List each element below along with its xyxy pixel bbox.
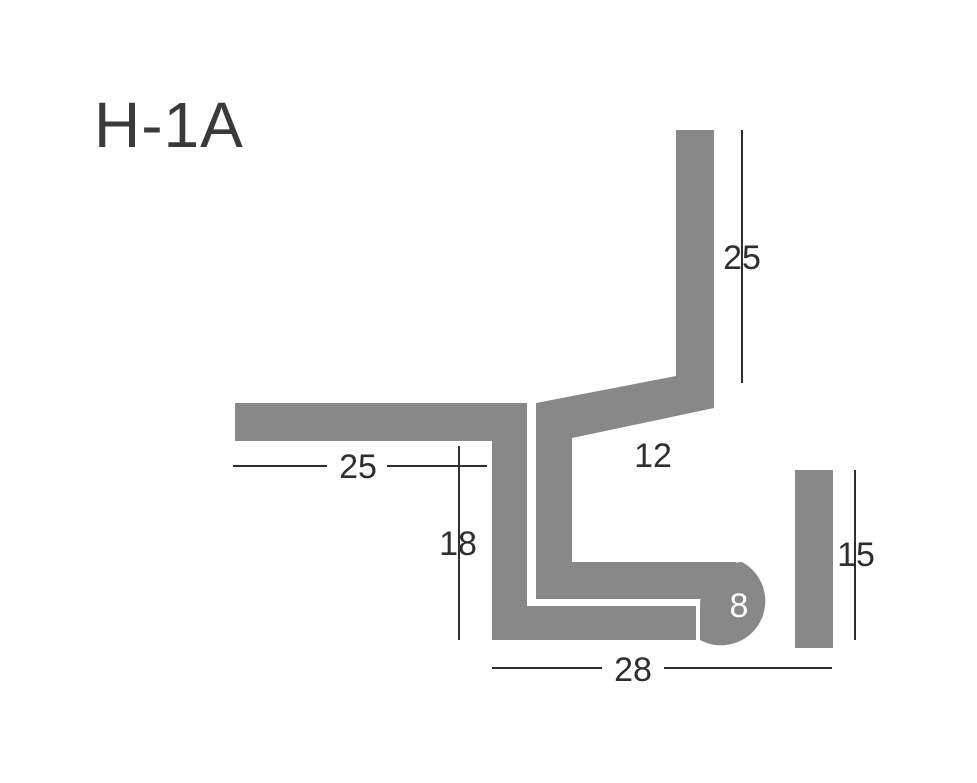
- dim-slant: 12: [634, 437, 672, 475]
- profile-title: H-1A: [94, 89, 244, 161]
- top-vertical-leg: [676, 130, 714, 378]
- dim-left-flange: 25: [339, 448, 377, 486]
- dim-bead: 8: [730, 587, 749, 625]
- slanted-segment: [536, 376, 714, 440]
- outer-bottom: [492, 606, 696, 640]
- outer-vertical-leg: [492, 403, 527, 640]
- bead: [700, 562, 766, 646]
- dimension-lines: [233, 130, 856, 669]
- dim-side-bar: 15: [837, 536, 875, 574]
- side-bar: [795, 470, 833, 648]
- dim-top-vertical: 25: [723, 239, 761, 277]
- dim-depth: 18: [439, 525, 477, 563]
- dim-bottom-width: 28: [614, 651, 652, 689]
- main-profile: [235, 130, 833, 648]
- left-flange: [235, 403, 527, 441]
